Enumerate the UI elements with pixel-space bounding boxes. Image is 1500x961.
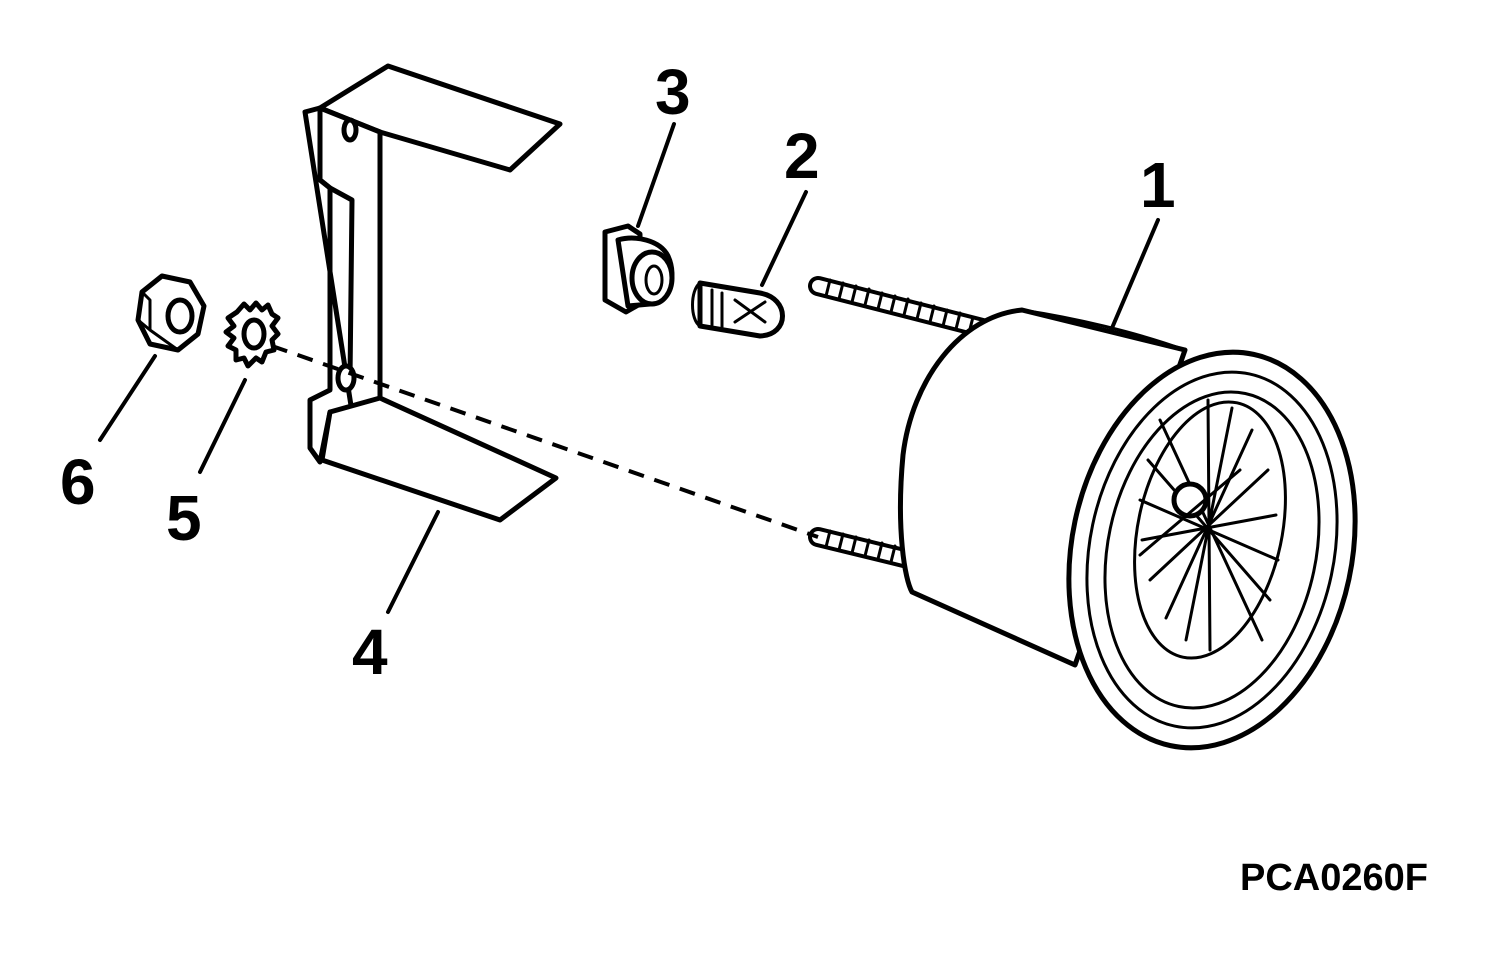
leader-line-3 <box>636 122 676 228</box>
leader-line-5 <box>198 378 247 474</box>
leader-line-4 <box>386 510 440 614</box>
lamp-socket <box>602 223 675 315</box>
gauge-body <box>897 307 1188 668</box>
gauge-assembly <box>808 276 1358 751</box>
assembly-center-line <box>271 344 819 539</box>
leader-line-1 <box>1110 218 1160 330</box>
mounting-bracket <box>302 63 563 523</box>
callout-5: 5 <box>166 482 202 554</box>
hex-nut <box>135 273 207 353</box>
figure-reference-code: PCA0260F <box>1240 857 1428 899</box>
callout-1: 1 <box>1140 149 1176 221</box>
leader-line-2 <box>760 190 808 287</box>
mounting-stud-upper <box>808 276 1000 340</box>
callout-2: 2 <box>784 120 820 192</box>
lamp-bulb <box>691 280 785 339</box>
lock-washer <box>223 300 281 369</box>
leader-line-6 <box>98 354 157 442</box>
gauge-dial-face <box>1133 398 1287 660</box>
callout-4: 4 <box>352 616 388 688</box>
callout-3: 3 <box>655 56 691 128</box>
mounting-stud-lower <box>808 527 922 570</box>
callout-6: 6 <box>60 446 96 518</box>
